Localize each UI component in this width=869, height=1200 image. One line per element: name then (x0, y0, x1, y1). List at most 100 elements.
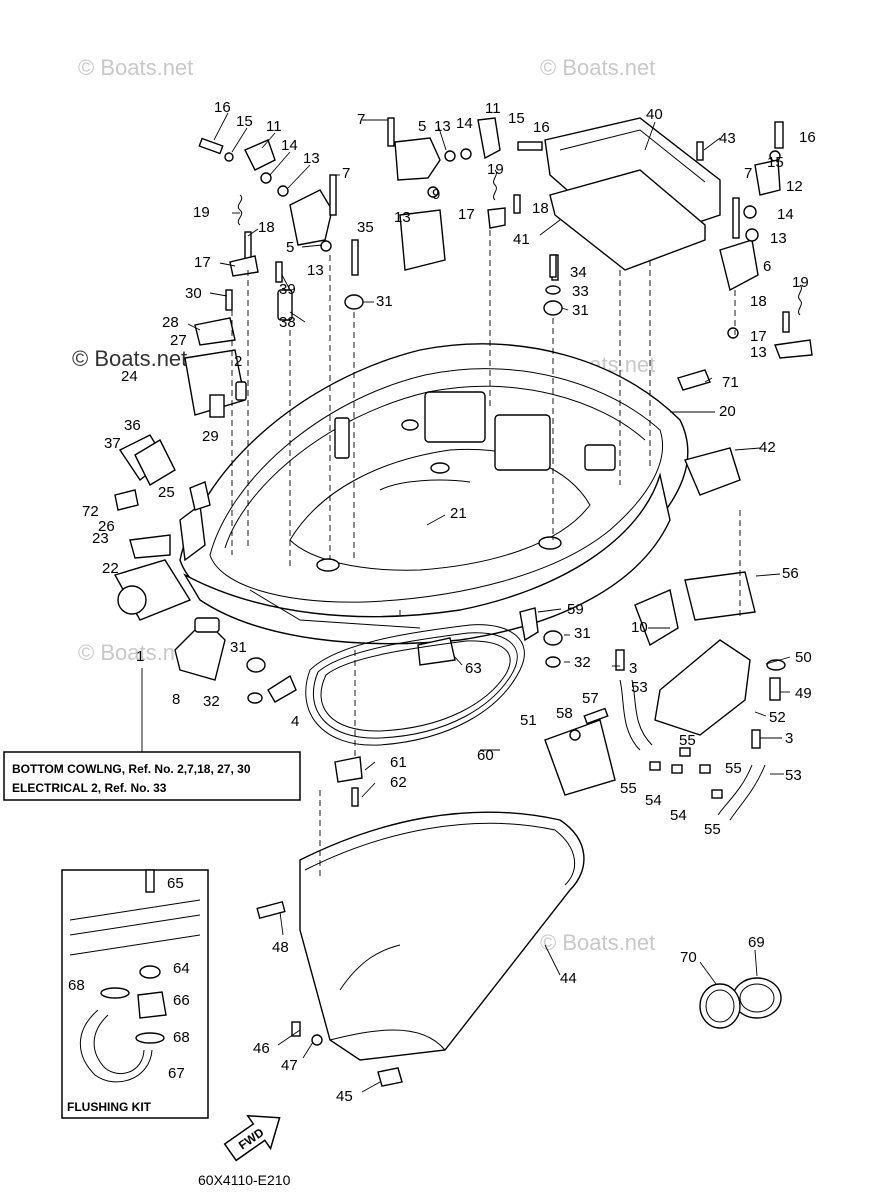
cover-plate-illustration (544, 117, 721, 271)
fwd-arrow: FWD (223, 1114, 281, 1162)
callout-number: 40 (646, 106, 663, 123)
callout-number: 59 (567, 601, 584, 618)
callout-number: 24 (121, 368, 138, 385)
callout-number: 16 (799, 129, 816, 146)
callout-number: 31 (572, 302, 589, 319)
callout-number: 62 (390, 774, 407, 791)
callout-number: 32 (574, 654, 591, 671)
callout-number: 44 (560, 970, 577, 987)
callout-number: 13 (303, 150, 320, 167)
callout-number: 13 (770, 230, 787, 247)
callout-number: 37 (104, 435, 121, 452)
callout-number: 30 (185, 285, 202, 302)
leader-lines (141, 112, 791, 1093)
callout-number: 26 (98, 518, 115, 535)
callout-number: 18 (750, 293, 767, 310)
callout-number: 29 (202, 428, 219, 445)
callout-number: 71 (722, 374, 739, 391)
reference-note-line1: BOTTOM COWLNG, Ref. No. 2,7,18, 27, 30 (12, 762, 251, 776)
callout-number: 69 (748, 934, 765, 951)
callout-number: 16 (214, 99, 231, 116)
callout-number: 63 (465, 660, 482, 677)
callout-number: 31 (574, 625, 591, 642)
callout-number: 72 (82, 503, 99, 520)
flushing-kit-title: FLUSHING KIT (67, 1100, 152, 1114)
callout-number: 14 (456, 115, 473, 132)
callout-number: 15 (236, 113, 253, 130)
callout-number: 35 (357, 219, 374, 236)
callout-number: 57 (582, 690, 599, 707)
callout-number: 19 (792, 274, 809, 291)
callout-number: 67 (168, 1065, 185, 1082)
callout-number: 33 (572, 283, 589, 300)
callout-number: 8 (172, 691, 180, 708)
callout-number: 3 (629, 660, 637, 677)
callout-number: 11 (266, 118, 282, 135)
callout-number: 18 (258, 219, 275, 236)
callout-number: 46 (253, 1040, 270, 1057)
callout-number: 15 (767, 154, 784, 171)
callout-number: 51 (520, 712, 537, 729)
callout-number: 32 (203, 693, 220, 710)
bottom-cowling-illustration (179, 343, 689, 645)
callout-number: 9 (432, 186, 440, 203)
callout-number: 14 (281, 137, 298, 154)
callout-number: 41 (513, 231, 530, 248)
callout-number: 36 (124, 417, 141, 434)
callout-number: 7 (342, 165, 350, 182)
callout-number: 70 (680, 949, 697, 966)
callout-number: 39 (279, 281, 296, 298)
callout-number: 60 (477, 747, 494, 764)
callout-number: 13 (750, 344, 767, 361)
callout-number: 27 (170, 332, 187, 349)
callout-number: 54 (645, 792, 662, 809)
callout-number: 12 (786, 178, 803, 195)
callout-number: 64 (173, 960, 190, 977)
callout-number: 13 (434, 118, 451, 135)
callout-number: 31 (376, 293, 393, 310)
callout-number: 17 (194, 254, 211, 271)
callout-number: 23 (92, 530, 109, 547)
callout-number: 18 (532, 200, 549, 217)
callout-number: 10 (631, 619, 648, 636)
callout-number: 31 (230, 639, 247, 656)
callout-number: 28 (162, 314, 179, 331)
callout-number: 42 (759, 439, 776, 456)
callout-number: 55 (725, 760, 742, 777)
callout-number: 66 (173, 992, 190, 1009)
callout-number: 5 (286, 239, 294, 256)
callout-number: 55 (620, 780, 637, 797)
callout-number: 54 (670, 807, 687, 824)
callout-number: 53 (785, 767, 802, 784)
callout-number: 49 (795, 685, 812, 702)
callout-number: 13 (394, 209, 411, 226)
callout-number: 65 (167, 875, 184, 892)
callout-number: 19 (487, 161, 504, 178)
callout-number: 34 (570, 264, 587, 281)
reference-note-line2: ELECTRICAL 2, Ref. No. 33 (12, 781, 167, 795)
callout-number: 6 (763, 258, 771, 275)
callout-number: 48 (272, 939, 289, 956)
callout-number: 68 (68, 977, 85, 994)
callout-number: 61 (390, 754, 407, 771)
callout-number: 17 (750, 328, 767, 345)
callout-number: 5 (418, 118, 426, 135)
watermark: © Boats.net (540, 930, 655, 955)
callout-number: 1 (136, 648, 144, 665)
callout-number: 55 (679, 732, 696, 749)
callout-number: 13 (307, 262, 324, 279)
callout-number: 52 (769, 709, 786, 726)
callout-number: 17 (458, 206, 475, 223)
callout-number: 68 (173, 1029, 190, 1046)
callout-number: 11 (485, 100, 501, 117)
callout-number: 47 (281, 1057, 298, 1074)
diagram-code: 60X4110-E210 (198, 1172, 291, 1188)
fastener-parts (113, 117, 813, 1087)
callout-number: 56 (782, 565, 799, 582)
callout-number: 4 (291, 713, 299, 730)
watermark: © Boats.net (72, 346, 187, 371)
callout-number: 3 (785, 730, 793, 747)
callout-number: 7 (744, 165, 752, 182)
